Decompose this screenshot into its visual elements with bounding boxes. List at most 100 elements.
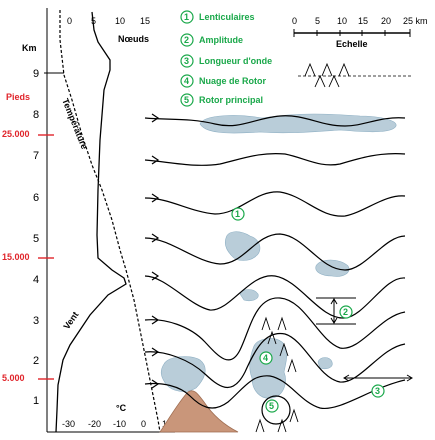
main-rotor-badge xyxy=(265,399,279,413)
turbulence-legend-symbol xyxy=(298,62,412,88)
temperature-curve xyxy=(59,10,161,433)
arrow-2 xyxy=(151,155,160,165)
legend-marker-2 xyxy=(180,33,194,47)
feet-tick-15000: 15.000 xyxy=(2,252,30,262)
legend-label-4: Nuage de Rotor xyxy=(199,76,267,86)
main-rotor-circle xyxy=(261,395,291,425)
streamline-2 xyxy=(144,153,406,166)
streamline-4 xyxy=(144,233,406,271)
turbulence-legend-peaks-bottom xyxy=(314,74,340,88)
rotor-cloud-small xyxy=(317,357,333,370)
arrow-4 xyxy=(151,233,160,243)
legend: 1 Lenticulaires 2 Amplitude 3 Longueur d… xyxy=(180,10,272,107)
km-tick-4: 4 xyxy=(33,274,39,286)
lenticular-cloud-right xyxy=(315,259,350,277)
arrow-8 xyxy=(151,379,160,389)
legend-label-3: Longueur d'onde xyxy=(199,56,272,66)
wind-tick-15: 15 xyxy=(140,16,150,26)
wind-curve-label: Vent xyxy=(61,310,80,331)
streamline-8 xyxy=(144,375,406,410)
scale-tick-20: 20 xyxy=(381,16,391,26)
km-tick-5: 5 xyxy=(33,233,39,245)
km-tick-3: 3 xyxy=(33,315,39,327)
rotor-cloud xyxy=(249,338,288,399)
wind-tick-10: 10 xyxy=(115,16,125,26)
feet-tick-5000: 5.000 xyxy=(2,373,25,383)
km-tick-1: 1 xyxy=(33,395,39,407)
km-tick-6: 6 xyxy=(33,192,39,204)
wavelength-badge xyxy=(371,384,385,398)
feet-tick-25000: 25.000 xyxy=(2,129,30,139)
feet-label: Pieds xyxy=(6,92,30,102)
km-tick-8: 8 xyxy=(33,109,39,121)
temp-tick-minus30: -30 xyxy=(62,419,75,429)
wind-unit: Nœuds xyxy=(118,34,149,44)
streamline-1 xyxy=(144,115,406,127)
lenticular-cloud-left xyxy=(224,231,261,261)
main-rotor-badge-num: 5 xyxy=(269,401,274,411)
streamline-7 xyxy=(144,332,406,389)
legend-num-1: 1 xyxy=(184,12,189,22)
legend-num-3: 3 xyxy=(184,56,189,66)
amplitude-badge-num: 2 xyxy=(343,307,348,317)
legend-marker-1 xyxy=(180,10,194,24)
arrow-3 xyxy=(151,193,160,203)
scale-tick-5: 5 xyxy=(315,16,320,26)
amplitude-badge xyxy=(339,305,353,319)
km-tick-2: 2 xyxy=(33,355,39,367)
turbulence-upper xyxy=(261,316,287,345)
legend-marker-5 xyxy=(180,93,194,107)
temp-tick-minus20: -20 xyxy=(88,419,101,429)
temp-tick-0: 0 xyxy=(141,419,146,429)
legend-num-4: 4 xyxy=(184,76,189,86)
temp-unit: °C xyxy=(116,403,127,413)
wave-arrows xyxy=(151,113,160,389)
temperature-curve-label: Température xyxy=(60,97,89,151)
turbulence-lower xyxy=(255,408,299,433)
km-tick-9: 9 xyxy=(33,68,39,80)
scale-tick-15: 15 xyxy=(358,16,368,26)
legend-num-2: 2 xyxy=(184,35,189,45)
km-tick-7: 7 xyxy=(33,150,39,162)
scale-tick-10: 10 xyxy=(337,16,347,26)
wind-curve xyxy=(55,11,127,433)
turbulence-symbols xyxy=(255,316,299,433)
legend-label-1: Lenticulaires xyxy=(199,12,255,22)
wind-tick-0: 0 xyxy=(67,16,72,26)
wavelength-badge-num: 3 xyxy=(375,386,380,396)
wavelength-arrowheads xyxy=(343,374,413,382)
legend-marker-4 xyxy=(180,74,194,88)
arrow-7 xyxy=(151,347,160,357)
km-label: Km xyxy=(22,43,37,53)
arrow-6 xyxy=(151,315,160,325)
rotor-cloud-left xyxy=(160,356,206,392)
lenticular-cloud-top xyxy=(199,113,397,134)
rotor-cloud-badge-num: 4 xyxy=(263,353,268,363)
arrow-5 xyxy=(151,271,160,281)
wavelength-marker: 3 xyxy=(343,374,413,398)
legend-label-5: Rotor principal xyxy=(199,95,263,105)
legend-num-5: 5 xyxy=(184,95,189,105)
lenticular-cloud-small xyxy=(239,289,259,302)
turbulence-legend-peaks-top xyxy=(304,62,350,77)
streamline-6 xyxy=(144,297,406,361)
rotor-cloud-badge xyxy=(259,351,273,365)
legend-marker-3 xyxy=(180,54,194,68)
legend-label-2: Amplitude xyxy=(199,35,243,45)
streamline-3 xyxy=(144,191,406,217)
scale-tick-25: 25 km xyxy=(403,16,428,26)
scale-tick-0: 0 xyxy=(292,16,297,26)
amplitude-marker: 2 xyxy=(316,297,356,325)
temp-tick-minus10: -10 xyxy=(113,419,126,429)
streamline-5 xyxy=(144,275,406,319)
turbulence-middle xyxy=(279,342,297,373)
mountain xyxy=(159,390,239,433)
scale-label: Echelle xyxy=(336,39,368,49)
arrow-1 xyxy=(151,113,160,123)
wave-streamlines xyxy=(144,115,406,410)
scale-bar: 0 5 10 15 20 25 km Echelle xyxy=(292,16,428,49)
amplitude-arrowheads xyxy=(330,298,338,324)
lenticular-badge xyxy=(231,207,245,221)
